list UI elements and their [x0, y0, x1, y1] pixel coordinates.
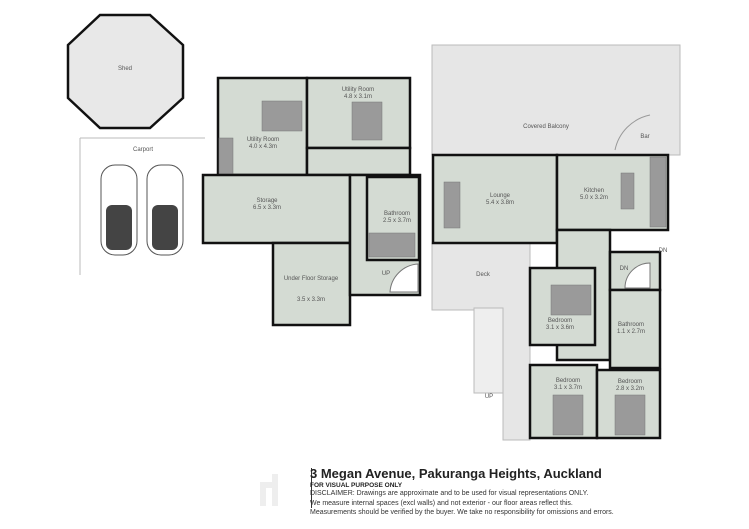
car-icon-window — [106, 205, 132, 250]
room-dims: 1.1 x 2.7m — [617, 329, 645, 335]
lounge — [431, 153, 559, 245]
room-label: Kitchen — [584, 188, 604, 194]
room-label: Utility Room — [247, 137, 279, 143]
room-dims: 4.0 x 4.3m — [249, 144, 277, 150]
stair-down-label: DN — [620, 266, 629, 272]
room-dims: 3.5 x 3.3m — [297, 297, 325, 303]
room-label: Covered Balcony — [523, 124, 569, 130]
shed — [66, 13, 185, 130]
bench-icon — [649, 156, 667, 228]
property-address: 3 Megan Avenue, Pakuranga Heights, Auckl… — [310, 466, 602, 481]
bed-icon — [550, 284, 592, 316]
bathroom-2 — [608, 288, 662, 370]
room-label: Bar — [640, 134, 649, 140]
divider — [311, 468, 312, 508]
carport-label: Carport — [133, 147, 153, 153]
island-icon — [620, 172, 635, 210]
room-label: Under Floor Storage — [284, 276, 339, 282]
stair-up-label: UP — [485, 394, 493, 400]
bath-icon — [368, 232, 416, 258]
hallway — [305, 146, 412, 177]
room-dims: 2.8 x 3.2m — [616, 386, 644, 392]
disclaimer-line: DISCLAIMER: Drawings are approximate and… — [310, 490, 589, 497]
room-dims: 5.0 x 3.2m — [580, 195, 608, 201]
carport: Carport — [79, 137, 205, 275]
room-dims: 5.4 x 3.8m — [486, 200, 514, 206]
bar-counter — [614, 114, 651, 151]
room-label: Lounge — [490, 193, 511, 199]
room-dims: 3.1 x 3.6m — [546, 325, 574, 331]
disclaimer-line: Measurements should be verified by the b… — [310, 509, 614, 516]
sofa-icon — [443, 181, 461, 229]
room-dims: 3.1 x 3.7m — [554, 385, 582, 391]
company-logo — [260, 474, 278, 506]
bed-icon — [552, 394, 584, 436]
room-label: Bedroom — [556, 378, 580, 384]
deck-stairs — [473, 307, 504, 394]
room-dims: 6.5 x 3.3m — [253, 205, 281, 211]
room-dims: 2.5 x 3.7m — [383, 218, 411, 224]
under-floor-storage — [271, 241, 352, 327]
stair-down-label: DN — [659, 248, 668, 254]
desk-icon — [218, 137, 234, 175]
room-label: Utility Room — [342, 87, 374, 93]
kitchen — [555, 153, 670, 232]
shed-label: Shed — [118, 66, 132, 72]
footer: 3 Megan Avenue, Pakuranga Heights, Auckl… — [310, 466, 740, 518]
bed-icon — [261, 100, 303, 132]
room-dims: 4.8 x 3.1m — [344, 94, 372, 100]
bed-icon — [351, 101, 383, 141]
room-label: Deck — [476, 272, 491, 278]
room-label: Bathroom — [384, 211, 410, 217]
car-icon-window — [152, 205, 178, 250]
spiral-stair-icon — [624, 262, 651, 289]
disclaimer-line: We measure internal spaces (excl walls) … — [310, 499, 573, 507]
stair-up-label: UP — [382, 271, 390, 277]
room-label: Storage — [256, 198, 278, 204]
spiral-stair-icon — [389, 263, 419, 293]
room-label: Bedroom — [618, 379, 642, 385]
bed-icon — [614, 394, 646, 436]
subtitle: FOR VISUAL PURPOSE ONLY — [310, 482, 403, 489]
room-label: Bedroom — [548, 318, 572, 324]
room-label: Bathroom — [618, 322, 644, 328]
